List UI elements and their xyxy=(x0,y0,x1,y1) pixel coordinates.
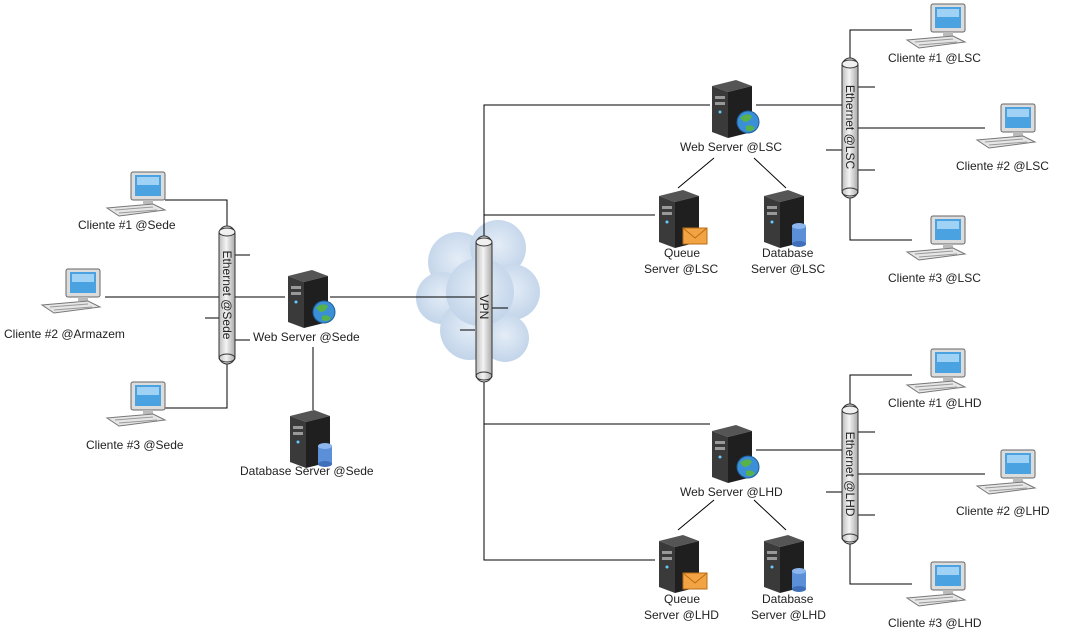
lsc-database-server-icon xyxy=(760,188,816,257)
wire-lsc-client3 xyxy=(849,195,912,241)
ethernet-bus-sede: Ethernet @Sede xyxy=(218,225,236,365)
lsc-queue-label-line1: Queue xyxy=(664,246,701,260)
wire-sede-client1 xyxy=(165,199,228,232)
sede-client2-label: Cliente #2 @Armazem xyxy=(4,327,125,341)
sede-client1-label: Cliente #1 @Sede xyxy=(78,218,176,232)
wire-lsc-client1 xyxy=(849,29,912,60)
sede-database-server-icon xyxy=(286,408,342,477)
lsc-queue-label-line2: Server @LSC xyxy=(644,262,719,276)
ethernet-bus-lhd: Ethernet @LHD xyxy=(841,403,859,545)
sede-client1-workstation-icon xyxy=(105,170,169,223)
ethernet-lsc-label: Ethernet @LSC xyxy=(843,85,857,170)
lsc-client1-label: Cliente #1 @LSC xyxy=(888,51,981,65)
ethernet-sede-label: Ethernet @Sede xyxy=(220,251,234,340)
lsc-client1-workstation-icon xyxy=(905,2,969,55)
lsc-client2-workstation-icon xyxy=(975,102,1039,155)
lhd-queue-label-line2: Server @LHD xyxy=(644,608,719,622)
lhd-queue-server-icon xyxy=(655,533,711,602)
wire-vpn-lhd-queue xyxy=(483,380,655,561)
lhd-client3-workstation-icon xyxy=(905,560,969,613)
wire-lhd-client1 xyxy=(849,374,912,406)
lhd-web-label: Web Server @LHD xyxy=(680,485,783,499)
lhd-web-server-icon xyxy=(708,423,764,492)
vpn-bus: VPN xyxy=(475,235,493,383)
wire-vpn-lsc-web xyxy=(483,104,710,240)
lhd-client2-workstation-icon xyxy=(975,448,1039,501)
lhd-client3-label: Cliente #3 @LHD xyxy=(888,616,982,630)
lsc-db-label-line1: Database xyxy=(762,246,814,260)
vpn-label: VPN xyxy=(477,295,491,320)
lsc-client2-label: Cliente #2 @LSC xyxy=(956,159,1049,173)
lhd-client2-label: Cliente #2 @LHD xyxy=(956,504,1050,518)
wire-lhd-client3 xyxy=(849,540,912,585)
lhd-queue-label-line1: Queue xyxy=(664,592,701,606)
sede-db-label: Database Server @Sede xyxy=(240,464,374,478)
ethernet-lhd-label: Ethernet @LHD xyxy=(843,432,857,517)
sede-web-label: Web Server @Sede xyxy=(253,330,360,344)
lhd-database-server-icon xyxy=(760,533,816,602)
lsc-web-label: Web Server @LSC xyxy=(680,140,782,154)
lsc-client3-label: Cliente #3 @LSC xyxy=(888,271,981,285)
lsc-web-server-icon xyxy=(708,78,764,147)
lhd-client1-label: Cliente #1 @LHD xyxy=(888,396,982,410)
lsc-db-label-line2: Server @LSC xyxy=(751,262,826,276)
lhd-client1-workstation-icon xyxy=(905,347,969,400)
wire-sede-client3 xyxy=(165,362,228,409)
ethernet-bus-lsc: Ethernet @LSC xyxy=(841,57,859,199)
lhd-db-label-line2: Server @LHD xyxy=(751,608,826,622)
sede-client3-workstation-icon xyxy=(105,380,169,433)
sede-web-server-icon xyxy=(284,268,340,337)
lsc-queue-server-icon xyxy=(655,188,711,257)
sede-client3-label: Cliente #3 @Sede xyxy=(86,438,184,452)
lhd-db-label-line1: Database xyxy=(762,592,814,606)
lsc-client3-workstation-icon xyxy=(905,214,969,267)
sede-client2-workstation-icon xyxy=(40,267,104,320)
